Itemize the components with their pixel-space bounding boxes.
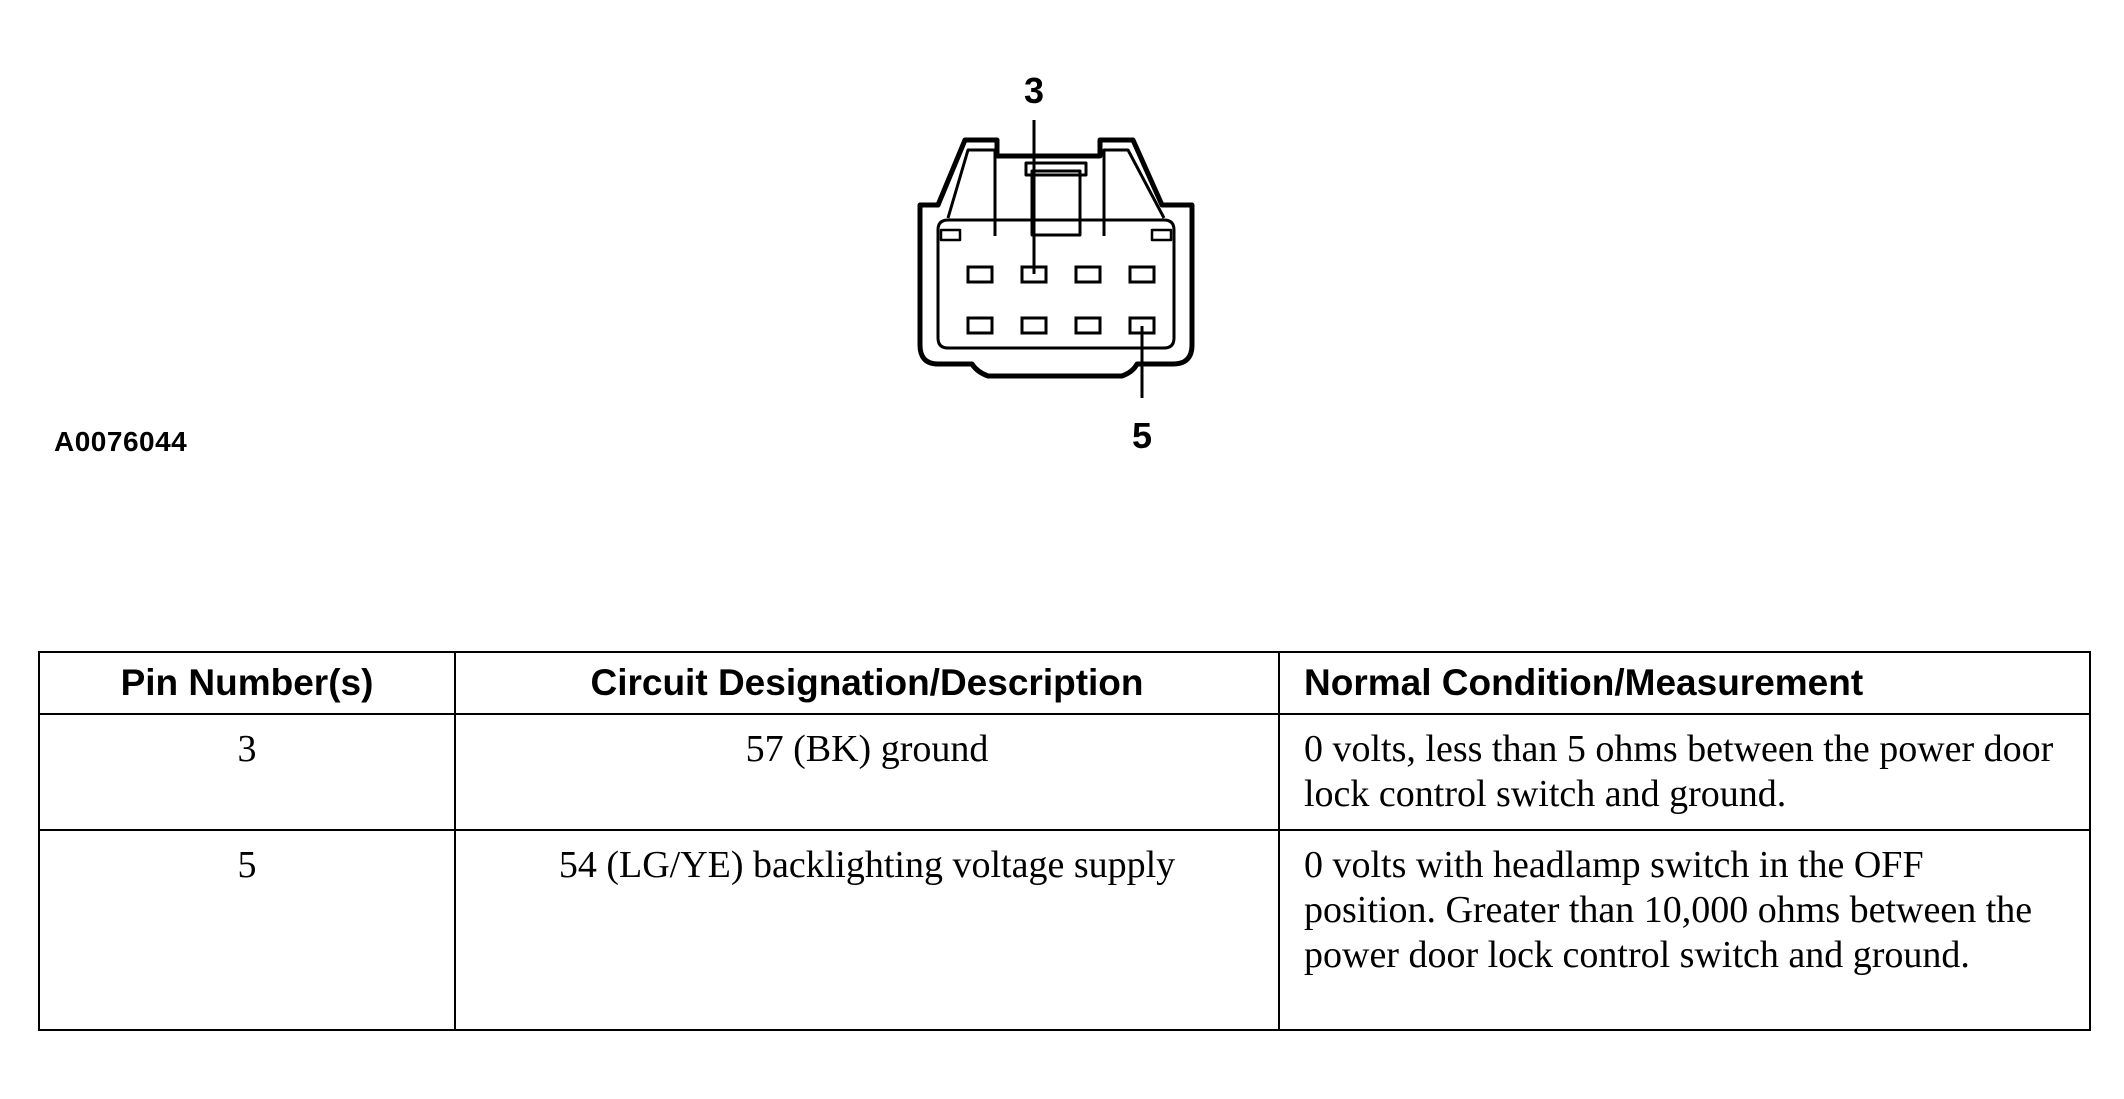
condition-cell: 0 volts, less than 5 ohms between the po…: [1278, 713, 2091, 831]
right-notch: [1150, 228, 1173, 242]
pin-cavities: [966, 265, 1156, 335]
condition-cell: 0 volts with headlamp switch in the OFF …: [1278, 829, 2091, 1031]
connector-face: [936, 218, 1176, 350]
pin-cavity: [1128, 265, 1156, 284]
left-notch: [939, 228, 962, 242]
column-header-circuit: Circuit Designation/Description: [454, 651, 1280, 715]
lock-tab-top: [1024, 161, 1088, 177]
table-row: 3 57 (BK) ground 0 volts, less than 5 oh…: [38, 713, 2091, 831]
figure-id: A0076044: [54, 426, 188, 457]
pin-cavity: [966, 316, 994, 335]
callout-pin-5: 5: [1132, 415, 1152, 456]
table-header-row: Pin Number(s) Circuit Designation/Descri…: [38, 651, 2091, 715]
pin-cavity: [1074, 265, 1102, 284]
column-header-condition: Normal Condition/Measurement: [1278, 651, 2091, 715]
pin-cell: 3: [38, 713, 456, 831]
table-row: 5 54 (LG/YE) backlighting voltage supply…: [38, 829, 2091, 1031]
lock-tab: [1030, 169, 1082, 237]
circuit-cell: 54 (LG/YE) backlighting voltage supply: [454, 829, 1280, 1031]
pin-cavity: [966, 265, 994, 284]
connector-housing: [917, 137, 1195, 379]
pin-cavity: [1074, 316, 1102, 335]
pinout-table: Pin Number(s) Circuit Designation/Descri…: [38, 651, 2091, 1031]
right-latch: [1102, 148, 1166, 236]
pin-cavity: [1020, 316, 1048, 335]
left-latch: [946, 148, 997, 236]
connector-diagram: 3 5: [917, 70, 1195, 456]
callout-pin-3: 3: [1024, 70, 1044, 111]
pin-cell: 5: [38, 829, 456, 1031]
column-header-pin: Pin Number(s): [38, 651, 456, 715]
circuit-cell: 57 (BK) ground: [454, 713, 1280, 831]
